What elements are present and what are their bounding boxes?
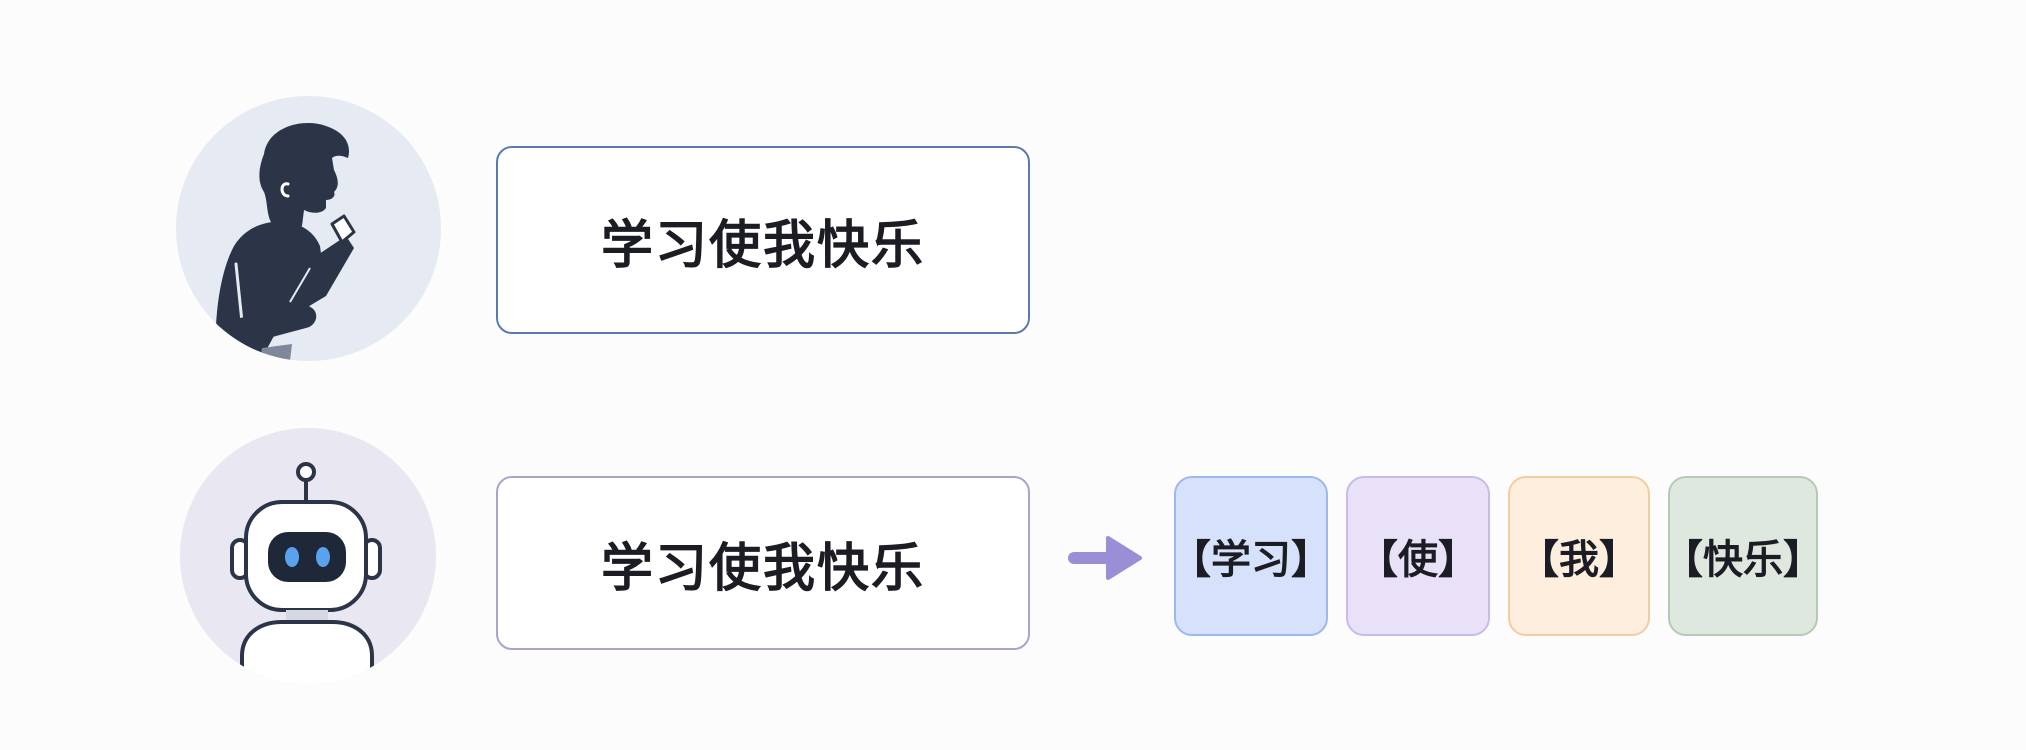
token-label: 【我】	[1519, 537, 1639, 583]
token-chip: 【我】	[1508, 476, 1650, 636]
token-chip: 【快乐】	[1663, 476, 1823, 636]
robot-sentence-box: 学习使我快乐	[496, 476, 1030, 650]
human-sentence-box: 学习使我快乐	[496, 146, 1030, 334]
token-chip: 【学习】	[1171, 476, 1331, 636]
robot-icon	[180, 428, 436, 684]
robot-sentence-text: 学习使我快乐	[600, 538, 925, 599]
person-reading-icon	[176, 96, 441, 361]
token-chip: 【使】	[1346, 476, 1490, 636]
token-label: 【使】	[1358, 537, 1478, 583]
token-label: 【学习】	[1171, 537, 1331, 583]
human-sentence-text: 学习使我快乐	[600, 215, 925, 276]
token-label: 【快乐】	[1663, 537, 1823, 583]
arrow-right-icon	[1068, 532, 1144, 588]
